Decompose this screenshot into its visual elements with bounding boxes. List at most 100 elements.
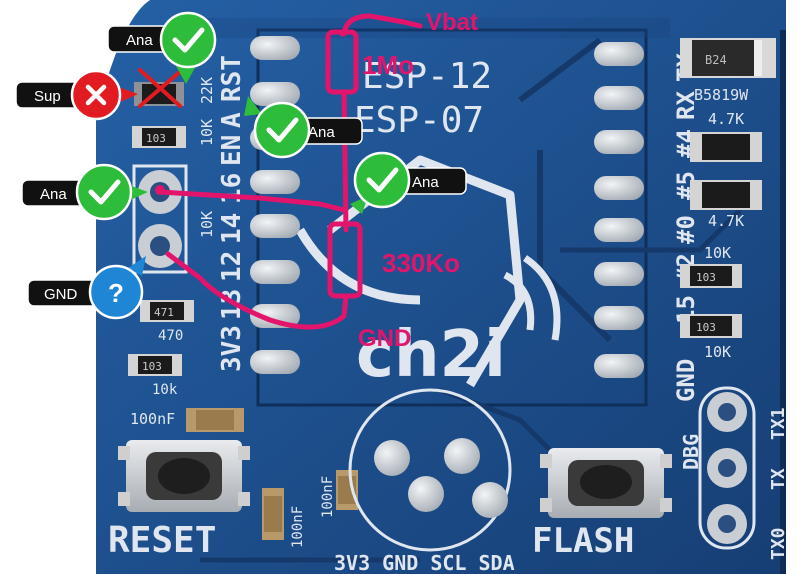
right-pin-label: RX [672,91,700,120]
check-circle-icon [353,151,411,209]
callout-ana-top: Ana [107,11,217,84]
header-pad [594,262,644,286]
header-pad [250,82,300,106]
resistor-10k-c: 103 10k [128,354,182,398]
resistor-value: 10K [198,211,216,238]
i2c-pin-labels: 3V3 GND SCL SDA [334,551,515,574]
diode-label: B5819W [694,86,749,104]
left-pin-label: RST [217,55,247,102]
brand-logo: ch2i [356,318,506,392]
callout-label: Ana [40,186,67,203]
r-top-label: 1Mo [362,50,414,80]
flash-button: FLASH [532,448,672,561]
diode: B24 B5819W [680,38,776,104]
right-pin-label: #0 [672,215,700,244]
capacitor-100nf-b: 100nF [262,488,306,548]
module-silkscreen: ESP-12 ESP-07 [354,56,492,141]
smd-code: 103 [142,360,162,373]
resistor-value: 10K [704,343,731,361]
module-name-12: ESP-12 [362,56,492,97]
header-pad [594,354,644,378]
callout-ana-center: Ana [350,151,467,214]
reset-button: RESET [108,440,250,561]
left-pin-label: 14 [217,213,247,244]
diode-code: B24 [705,53,727,67]
left-pin-label: A [217,112,247,128]
check-circle-icon [159,11,217,69]
top-resistor-labels: 22K 10K 10K [198,77,216,238]
debug-label: TX1 [768,407,789,440]
flash-label: FLASH [532,521,634,561]
callout-label: GND [44,286,78,303]
resistor-value: 4.7K [708,212,744,230]
resistor-10k-a: 10K 103 [680,244,742,288]
resistor-value: 22K [198,77,216,104]
junction-dot [155,185,165,195]
resistor-470: 471 470 [140,300,194,344]
smd-code: 471 [154,306,174,319]
wifi-arcs-icon [503,255,561,341]
left-pin-label: EN [217,135,247,166]
check-circle-icon [75,163,133,221]
module-name-07: ESP-07 [354,100,484,141]
callout-ana-right: Ana [244,96,363,159]
header-pad [250,170,300,194]
header-pad [594,176,644,200]
svg-text:?: ? [108,278,124,308]
question-circle-icon [88,264,144,320]
callout-label: Ana [308,124,335,141]
debug-label: TX0 [768,527,789,560]
smd-code: 103 [696,321,716,334]
left-pin-label: 12 [217,251,247,282]
header-pad [250,214,300,238]
header-pad [250,36,300,60]
capacitor-value: 100nF [130,410,175,428]
resistor-top-left: 103 [132,126,186,148]
resistor-value: 10K [198,119,216,146]
header-pad [594,42,644,66]
right-header-labels: TX RX #4 #5 #0 #2 15 GND [672,53,700,402]
callout-ana-left: Ana [21,163,148,221]
callout-sup: Sup [15,69,138,121]
removed-mark [138,68,184,108]
header-pad [594,130,644,154]
reset-label: RESET [108,520,216,561]
left-header-labels: 3V3 13 12 14 16 EN A RST [217,55,247,372]
capacitor-value: 100nF [290,506,306,548]
resistor-10k-b: 103 10K [680,314,742,361]
r-bottom-label: 330Ko [382,248,460,278]
check-circle-icon [253,101,311,159]
capacitor-100nf-a: 100nF [130,408,244,432]
capacitor-value: 100nF [320,476,336,518]
resistor-value: 10K [704,244,731,262]
resistor-4k7-b: 4.7K [690,180,762,230]
header-pad [594,86,644,110]
gnd-annotation-label: GND [358,325,411,352]
resistor-value: 10k [152,382,178,398]
left-pin-label: 3V3 [217,325,247,372]
resistor-4k7-a: 4.7K [690,110,762,162]
callout-gnd: GND ? [27,256,146,320]
header-pad [250,260,300,284]
right-pin-label: GND [672,359,700,402]
smd-code: 103 [146,132,166,145]
header-pad [250,304,300,328]
header-pad [594,218,644,242]
header-pad [250,350,300,374]
callout-label: Ana [126,32,153,49]
resistor-value: 4.7K [708,110,744,128]
vbat-label: Vbat [426,9,478,36]
callout-label: Sup [34,88,61,105]
i2c-socket: 3V3 GND SCL SDA [334,388,515,574]
right-header-pads [594,42,644,378]
callout-label: Ana [412,174,439,191]
debug-label: DBG [679,434,703,470]
smd-code: 103 [696,271,716,284]
resistor-value: 470 [158,328,183,344]
debug-header: DBG TX TX1 TX0 [679,386,789,560]
voltage-divider-drawing [157,13,423,330]
capacitor-100nf-c: 100nF [320,470,358,518]
header-pad [594,306,644,330]
